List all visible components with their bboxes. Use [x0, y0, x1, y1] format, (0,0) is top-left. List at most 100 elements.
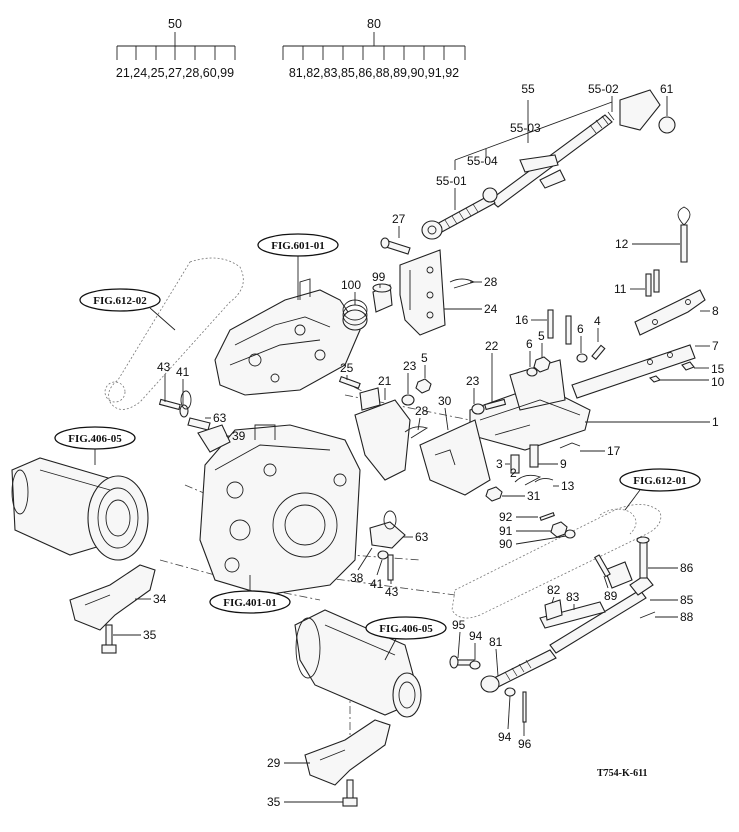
- callout-38: 38: [350, 571, 364, 585]
- group-55-number: 55: [521, 82, 535, 96]
- callout-6-left: 6: [526, 337, 533, 351]
- clip-13: [534, 477, 554, 483]
- upper-housing: [214, 278, 361, 396]
- callout-39: 39: [232, 429, 246, 443]
- callout-29: 29: [267, 756, 281, 770]
- clip-28-top: [449, 278, 476, 289]
- pin-16: [547, 309, 572, 345]
- bracket-34: [69, 564, 156, 631]
- lift-rod-81: [480, 649, 557, 693]
- callout-90: 90: [499, 537, 513, 551]
- pin-92: [539, 511, 555, 521]
- stay-21: [354, 387, 411, 481]
- callout-83: 83: [566, 590, 580, 604]
- clip-17: [559, 442, 581, 449]
- callout-labels: 55-02 61 55-03 55-04 55-01 27 12 28 24 9…: [113, 82, 725, 809]
- svg-text:FIG.612-01: FIG.612-01: [633, 475, 686, 487]
- lift-rod-85: [549, 561, 654, 654]
- callout-88: 88: [680, 610, 694, 624]
- fig-ref-601-01: FIG.601-01: [257, 233, 339, 300]
- callout-12: 12: [615, 237, 629, 251]
- washer-94-lower: [504, 687, 516, 697]
- callout-25: 25: [340, 361, 354, 375]
- right-axle-housing: [294, 609, 422, 718]
- fig-ref-406-05-right: FIG.406-05: [365, 616, 447, 661]
- bolt-4: [591, 344, 606, 361]
- turnbuckle-83: [539, 599, 606, 629]
- bolt-11: [645, 269, 660, 297]
- callout-31: 31: [527, 489, 541, 503]
- callout-85: 85: [680, 593, 694, 607]
- washer-94-upper: [469, 660, 481, 670]
- callout-9: 9: [560, 457, 567, 471]
- callout-35-left: 35: [143, 628, 157, 642]
- callout-13: 13: [561, 479, 575, 493]
- washer-6-left: [526, 367, 538, 377]
- pin-63-right: [369, 510, 406, 549]
- svg-text:FIG.601-01: FIG.601-01: [271, 240, 324, 252]
- pin-88: [639, 611, 656, 619]
- callout-30: 30: [438, 394, 452, 408]
- top-link-55: [421, 89, 676, 240]
- callout-55-02: 55-02: [588, 82, 619, 96]
- drawbar-8: [634, 289, 706, 336]
- pin-27: [380, 237, 411, 255]
- callout-3: 3: [496, 457, 503, 471]
- pin-96: [522, 691, 527, 723]
- callout-1: 1: [712, 415, 719, 429]
- fig-ref-401-01: FIG.401-01: [209, 575, 291, 614]
- left-axle-housing: [11, 457, 149, 561]
- clip-15: [681, 361, 695, 371]
- group-80-bracket: 80 81,82,83,85,86,88,89,90,91,92: [282, 17, 466, 80]
- ring-41-right: [377, 550, 389, 560]
- callout-5-mid: 5: [421, 351, 428, 365]
- bracket-24: [399, 249, 446, 336]
- pin-9: [529, 444, 539, 468]
- callout-4: 4: [594, 314, 601, 328]
- bolt-89: [594, 554, 611, 578]
- callout-21: 21: [378, 374, 392, 388]
- callout-17: 17: [607, 444, 621, 458]
- callout-89: 89: [604, 589, 618, 603]
- callout-15: 15: [711, 362, 725, 376]
- callout-96: 96: [518, 737, 532, 751]
- nut-5-mid: [415, 378, 432, 394]
- svg-text:FIG.406-05: FIG.406-05: [68, 433, 122, 445]
- callout-23-right: 23: [466, 374, 480, 388]
- bracket-29: [304, 719, 391, 786]
- callout-63-upper: 63: [213, 411, 227, 425]
- bolt-35-right: [342, 779, 358, 807]
- ring-41-upper: [179, 404, 189, 418]
- callout-61: 61: [660, 82, 674, 96]
- callout-22: 22: [485, 339, 499, 353]
- callout-91: 91: [499, 524, 513, 538]
- nut-23-mid: [401, 394, 415, 406]
- callout-55-04: 55-04: [467, 154, 498, 168]
- fig-ref-406-05-left: FIG.406-05: [54, 426, 136, 465]
- callout-5-top: 5: [538, 329, 545, 343]
- callout-86: 86: [680, 561, 694, 575]
- svg-text:FIG.406-05: FIG.406-05: [379, 623, 433, 635]
- pin-12: [677, 206, 691, 263]
- main-case: [199, 424, 361, 596]
- callout-28-top: 28: [484, 275, 498, 289]
- callout-7: 7: [712, 339, 719, 353]
- fig-ref-612-01: FIG.612-01: [619, 468, 701, 511]
- group-50-bracket: 50 21,24,25,27,28,60,99: [116, 17, 236, 80]
- nut-5-top: [533, 356, 551, 373]
- callout-27: 27: [392, 212, 406, 226]
- svg-text:FIG.401-01: FIG.401-01: [223, 597, 276, 609]
- drawbar-7: [571, 344, 696, 399]
- callout-55-01: 55-01: [436, 174, 467, 188]
- group-50-number: 50: [168, 17, 182, 31]
- callout-35-right: 35: [267, 795, 281, 809]
- clip-28-mid: [404, 426, 429, 439]
- nut-23-right: [471, 403, 485, 415]
- callout-94-upper: 94: [469, 629, 483, 643]
- bolt-43-right: [387, 554, 394, 581]
- bolt-35-left: [101, 624, 117, 654]
- clip-2: [514, 474, 542, 486]
- drawing-code: T754-K-611: [597, 768, 648, 779]
- washer-6-right: [576, 353, 588, 363]
